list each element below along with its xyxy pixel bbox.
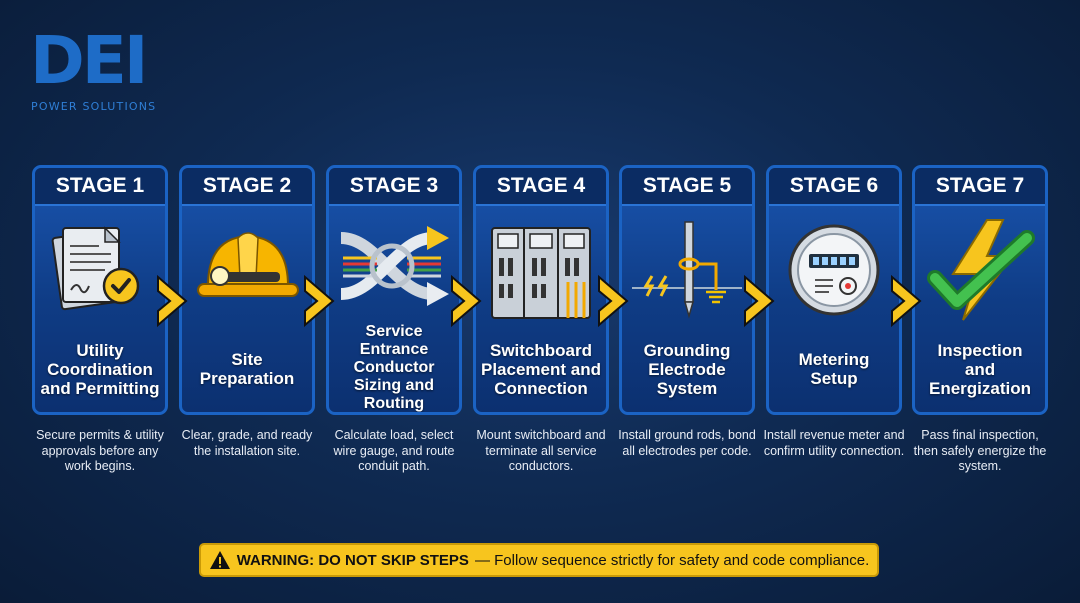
stage-description: Secure permits & utility approvals befor… — [36, 428, 164, 473]
stage-description: Pass final inspection, then safely energ… — [913, 428, 1047, 473]
chevron-right-icon — [157, 274, 188, 328]
electric-meter-icon — [788, 224, 880, 316]
conductor-routing-icon — [340, 226, 449, 306]
warning-triangle-icon — [209, 551, 230, 569]
stage-description: Install ground rods, bond all electrodes… — [618, 428, 756, 458]
stage-label: STAGE 4 — [496, 174, 586, 197]
warning-detail-text: — Follow sequence strictly for safety an… — [474, 551, 870, 569]
stage-title: Grounding Electrode System — [643, 340, 731, 398]
chevron-right-icon — [598, 274, 629, 328]
stage-card-6: STAGE 6 Metering Setup — [766, 165, 902, 415]
stage-title: Utility Coordination and Permitting — [40, 340, 160, 398]
stage-header: STAGE 4 — [476, 168, 606, 206]
warning-banner: WARNING: DO NOT SKIP STEPS — Follow sequ… — [199, 543, 879, 577]
stage-title: Metering Setup — [798, 350, 870, 388]
stage-description: Clear, grade, and ready the installation… — [181, 428, 313, 458]
stage-card-2: STAGE 2 Site Preparation — [179, 165, 315, 415]
stage-header: STAGE 1 — [35, 168, 165, 206]
chevron-right-icon — [304, 274, 335, 328]
lightning-check-icon — [927, 219, 1035, 321]
stage-label: STAGE 3 — [349, 174, 439, 197]
switchboard-icon — [491, 227, 591, 319]
stage-title: Site Preparation — [199, 350, 295, 388]
chevron-right-icon — [891, 274, 922, 328]
chevron-right-icon — [744, 274, 775, 328]
stage-description: Calculate load, select wire gauge, and r… — [333, 428, 455, 473]
stage-card-4: STAGE 4 Switchboard Placement and Connec… — [473, 165, 609, 415]
warning-strong-text: WARNING: DO NOT SKIP STEPS — [236, 551, 469, 569]
stage-card-5: STAGE 5 Grounding Electrode System — [619, 165, 755, 415]
stage-label: STAGE 2 — [202, 174, 292, 197]
stage-label: STAGE 7 — [935, 174, 1025, 197]
stage-card-7: STAGE 7 Inspection and Energization — [912, 165, 1048, 415]
stage-header: STAGE 3 — [329, 168, 459, 206]
logo-mark: DEI — [30, 22, 148, 99]
stage-title: Switchboard Placement and Connection — [481, 340, 601, 398]
permit-documents-icon — [51, 226, 140, 311]
stage-header: STAGE 2 — [182, 168, 312, 206]
stage-description: Mount switchboard and terminate all serv… — [476, 428, 606, 473]
hard-hat-icon — [197, 232, 299, 297]
stage-label: STAGE 6 — [789, 174, 879, 197]
stage-label: STAGE 1 — [55, 174, 145, 197]
stage-description: Install revenue meter and confirm utilit… — [763, 428, 905, 458]
stage-card-1: STAGE 1 Utility Coordination and Permitt… — [32, 165, 168, 415]
company-logo: DEI POWER SOLUTIONS — [30, 28, 180, 118]
ground-rod-icon — [632, 221, 742, 319]
stage-header: STAGE 7 — [915, 168, 1045, 206]
stage-header: STAGE 6 — [769, 168, 899, 206]
chevron-right-icon — [451, 274, 482, 328]
logo-subtitle: POWER SOLUTIONS — [31, 100, 157, 113]
stage-title: Inspection and Energization — [928, 340, 1031, 398]
stage-card-3: STAGE 3 Service Entrance Conductor Sizin… — [326, 165, 462, 415]
stage-header: STAGE 5 — [622, 168, 752, 206]
stage-title: Service Entrance Conductor Sizing and Ro… — [353, 323, 435, 412]
stage-label: STAGE 5 — [642, 174, 732, 197]
